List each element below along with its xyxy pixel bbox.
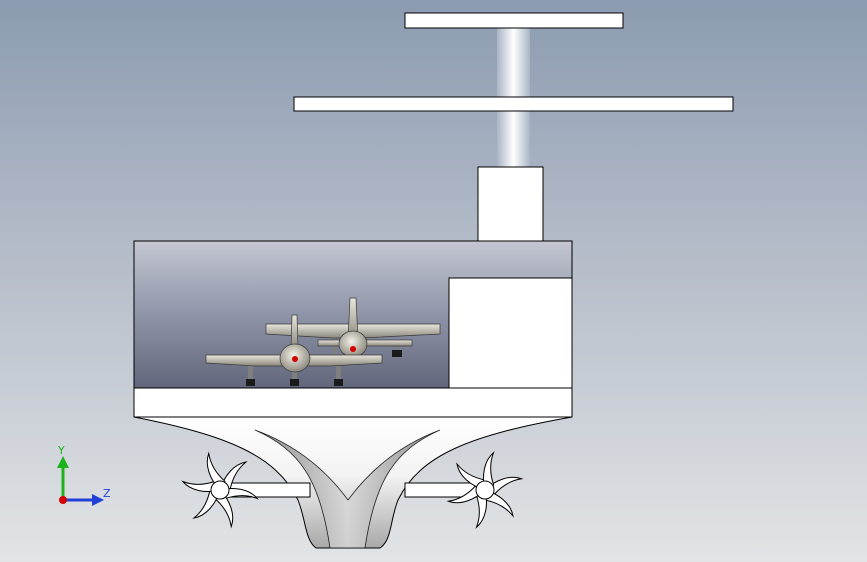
aircraft-fuselage: [338, 330, 368, 358]
aircraft-marker: [350, 346, 356, 352]
propeller-right[interactable]: [446, 451, 524, 529]
mast-top-yard[interactable]: [404, 12, 624, 29]
propeller-left[interactable]: [181, 451, 259, 529]
aircraft-fin: [290, 314, 299, 349]
y-axis-arrow-icon: [57, 456, 69, 468]
landing-gear: [292, 365, 297, 385]
triad-origin: [59, 496, 67, 504]
hull-keel: [254, 429, 441, 549]
landing-gear: [334, 379, 343, 386]
aircraft-front[interactable]: [205, 314, 383, 386]
aircraft-rear[interactable]: [265, 297, 441, 358]
y-axis-label: Y: [57, 444, 65, 457]
z-axis-arrow-icon: [92, 494, 104, 506]
mast[interactable]: [293, 12, 734, 168]
aircraft-marker: [292, 356, 298, 362]
landing-gear: [336, 365, 341, 385]
landing-gear: [246, 379, 255, 386]
hull[interactable]: [133, 416, 573, 549]
flight-deck[interactable]: [133, 387, 573, 418]
landing-gear: [333, 343, 337, 357]
landing-gear: [392, 350, 402, 357]
landing-gear: [248, 365, 253, 385]
orientation-triad: Y Z: [57, 444, 111, 506]
hull-outer: [133, 416, 573, 549]
island-block[interactable]: [448, 277, 573, 389]
z-axis-label: Z: [103, 487, 111, 500]
landing-gear: [290, 379, 299, 386]
mast-lower-yard[interactable]: [293, 96, 734, 112]
